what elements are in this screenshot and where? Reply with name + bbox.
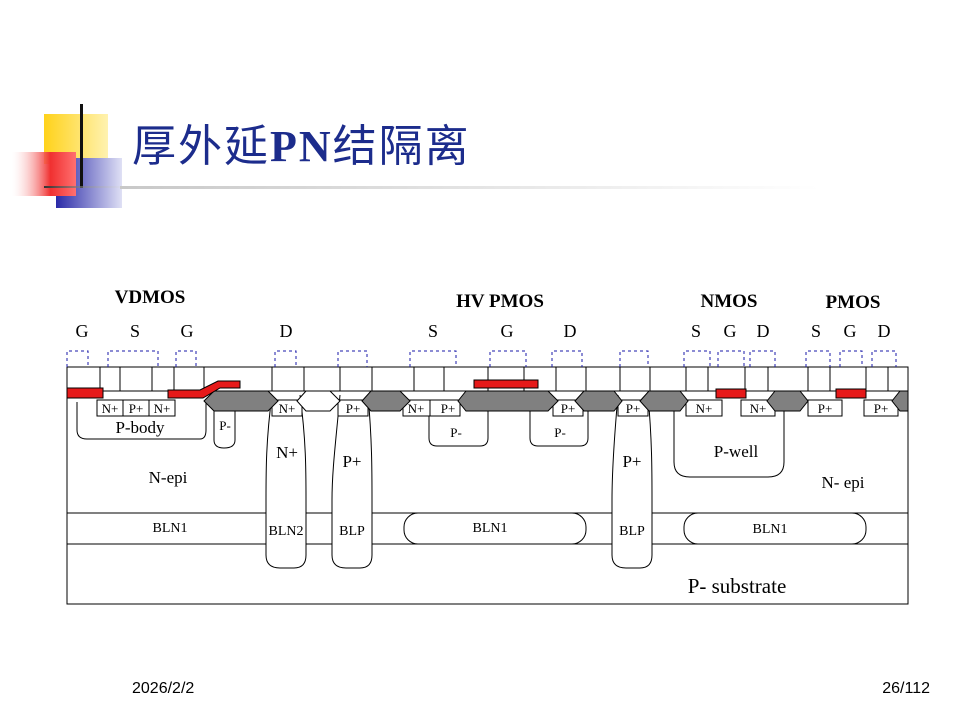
p-plus-isolation: [611, 394, 653, 569]
region-label: P+: [129, 401, 144, 416]
region-label-blp: BLP: [339, 524, 365, 539]
title-part: 结隔离: [332, 121, 471, 172]
region-label: P+: [346, 401, 361, 416]
region-label: N+: [750, 401, 767, 416]
terminal-label: S: [691, 321, 701, 341]
p-plus-isolation: [331, 394, 373, 569]
region-label: P+: [626, 401, 641, 416]
field-oxide: [203, 390, 909, 412]
terminal-label: D: [757, 321, 770, 341]
region-label-p-body: P-body: [115, 418, 165, 437]
contact-cells: [66, 366, 889, 391]
device-label-nmos: NMOS: [701, 291, 758, 312]
device-label-vdmos: VDMOS: [115, 287, 186, 308]
diffusion-boxes: [96, 399, 899, 417]
bln1-region: [403, 512, 587, 545]
region-label-n-epi-right: N- epi: [822, 473, 865, 492]
terminal-label: D: [564, 321, 577, 341]
region-label: N+: [696, 401, 713, 416]
region-label: N+: [279, 401, 296, 416]
decorative-logo: [12, 104, 140, 208]
device-label-hv-pmos: HV PMOS: [456, 291, 544, 312]
region-label: P-: [554, 425, 566, 440]
polysilicon-gates: [66, 379, 867, 399]
title-part: 厚外延: [132, 121, 270, 172]
region-label-blp: BLP: [619, 524, 645, 539]
region-label: P-: [450, 425, 462, 440]
region-label-bln1: BLN1: [473, 521, 508, 536]
region-label-n-epi: N-epi: [149, 468, 188, 487]
bln1-region: [683, 512, 867, 545]
region-label: P+: [561, 401, 576, 416]
region-label: N+: [154, 401, 171, 416]
terminal-label: S: [811, 321, 821, 341]
contact-markers: [66, 350, 897, 367]
terminal-label: G: [76, 321, 89, 341]
terminal-label: G: [844, 321, 857, 341]
title-underline: [120, 186, 820, 189]
terminal-label: S: [130, 321, 140, 341]
region-label: P-: [219, 418, 231, 433]
p-well: [673, 402, 785, 478]
region-label: N+: [408, 401, 425, 416]
terminal-label: S: [428, 321, 438, 341]
region-label-p-plus: P+: [622, 452, 641, 471]
region-label-n-plus: N+: [276, 443, 298, 462]
n-plus-sinker: [265, 394, 307, 569]
terminal-label: G: [724, 321, 737, 341]
region-label-bln2: BLN2: [269, 524, 304, 539]
region-label-bln1: BLN1: [153, 521, 188, 536]
region-label: P+: [874, 401, 889, 416]
p-minus-region: [213, 402, 236, 449]
terminal-label: D: [878, 321, 891, 341]
region-label: P+: [818, 401, 833, 416]
region-label-p-substrate: P- substrate: [688, 574, 787, 598]
terminal-label: G: [501, 321, 514, 341]
slide-title: 厚外延PN结隔离: [132, 110, 471, 174]
region-label-bln1: BLN1: [753, 522, 788, 537]
region-label: N+: [102, 401, 119, 416]
footer-page-number: 26/112: [882, 680, 930, 697]
terminal-label: G: [181, 321, 194, 341]
region-label-p-well: P-well: [714, 442, 759, 461]
region-label: P+: [441, 401, 456, 416]
terminal-label: D: [280, 321, 293, 341]
device-label-pmos: PMOS: [826, 292, 881, 313]
region-label-p-plus: P+: [342, 452, 361, 471]
footer-date: 2026/2/2: [132, 680, 195, 697]
title-part-bold: PN: [270, 122, 333, 171]
